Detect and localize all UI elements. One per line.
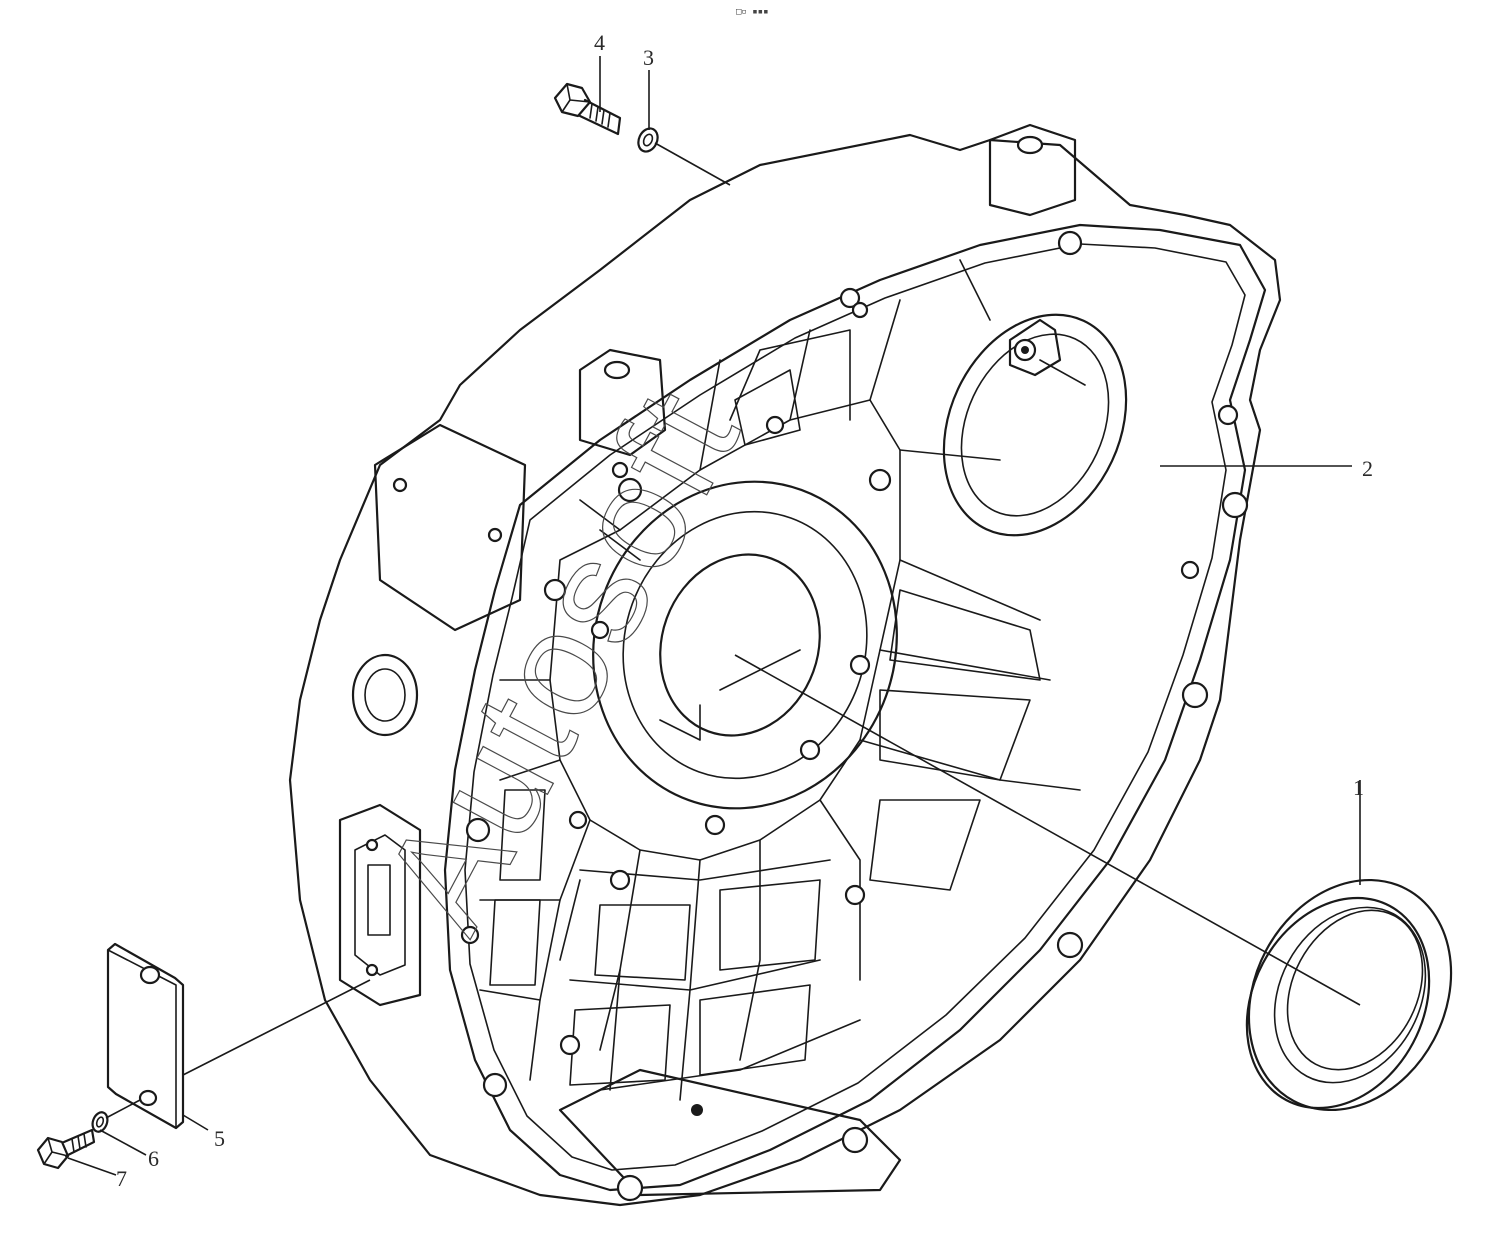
cover-plate bbox=[106, 942, 185, 1130]
oil-seal bbox=[1245, 878, 1453, 1112]
callouts: 1 2 3 4 5 6 7 bbox=[116, 30, 1373, 1191]
assembly-line-seal bbox=[734, 654, 1361, 1006]
flywheel-housing bbox=[288, 123, 1282, 1207]
leader-lines bbox=[67, 56, 1361, 1176]
callout-4: 4 bbox=[594, 30, 605, 55]
bolt-bottom bbox=[36, 1128, 96, 1170]
callout-2: 2 bbox=[1362, 456, 1373, 481]
assembly-line-bolt bbox=[654, 142, 731, 186]
callout-3: 3 bbox=[643, 45, 654, 70]
washer-top bbox=[637, 127, 659, 153]
assembly-line-lower-bolt bbox=[105, 1099, 141, 1119]
callout-1: 1 bbox=[1353, 775, 1364, 800]
callout-6: 6 bbox=[148, 1146, 159, 1171]
callout-5: 5 bbox=[214, 1126, 225, 1151]
leader-5 bbox=[182, 1114, 209, 1131]
bolt-top bbox=[553, 82, 622, 136]
watermark: Autosoft bbox=[350, 362, 772, 955]
leader-6 bbox=[99, 1129, 147, 1156]
callout-7: 7 bbox=[116, 1166, 127, 1191]
leader-7 bbox=[67, 1157, 117, 1176]
assembly-line-cover bbox=[182, 979, 371, 1076]
header-mark: □▫ ▪▪▪ bbox=[736, 7, 769, 17]
washer-bottom bbox=[91, 1111, 109, 1133]
